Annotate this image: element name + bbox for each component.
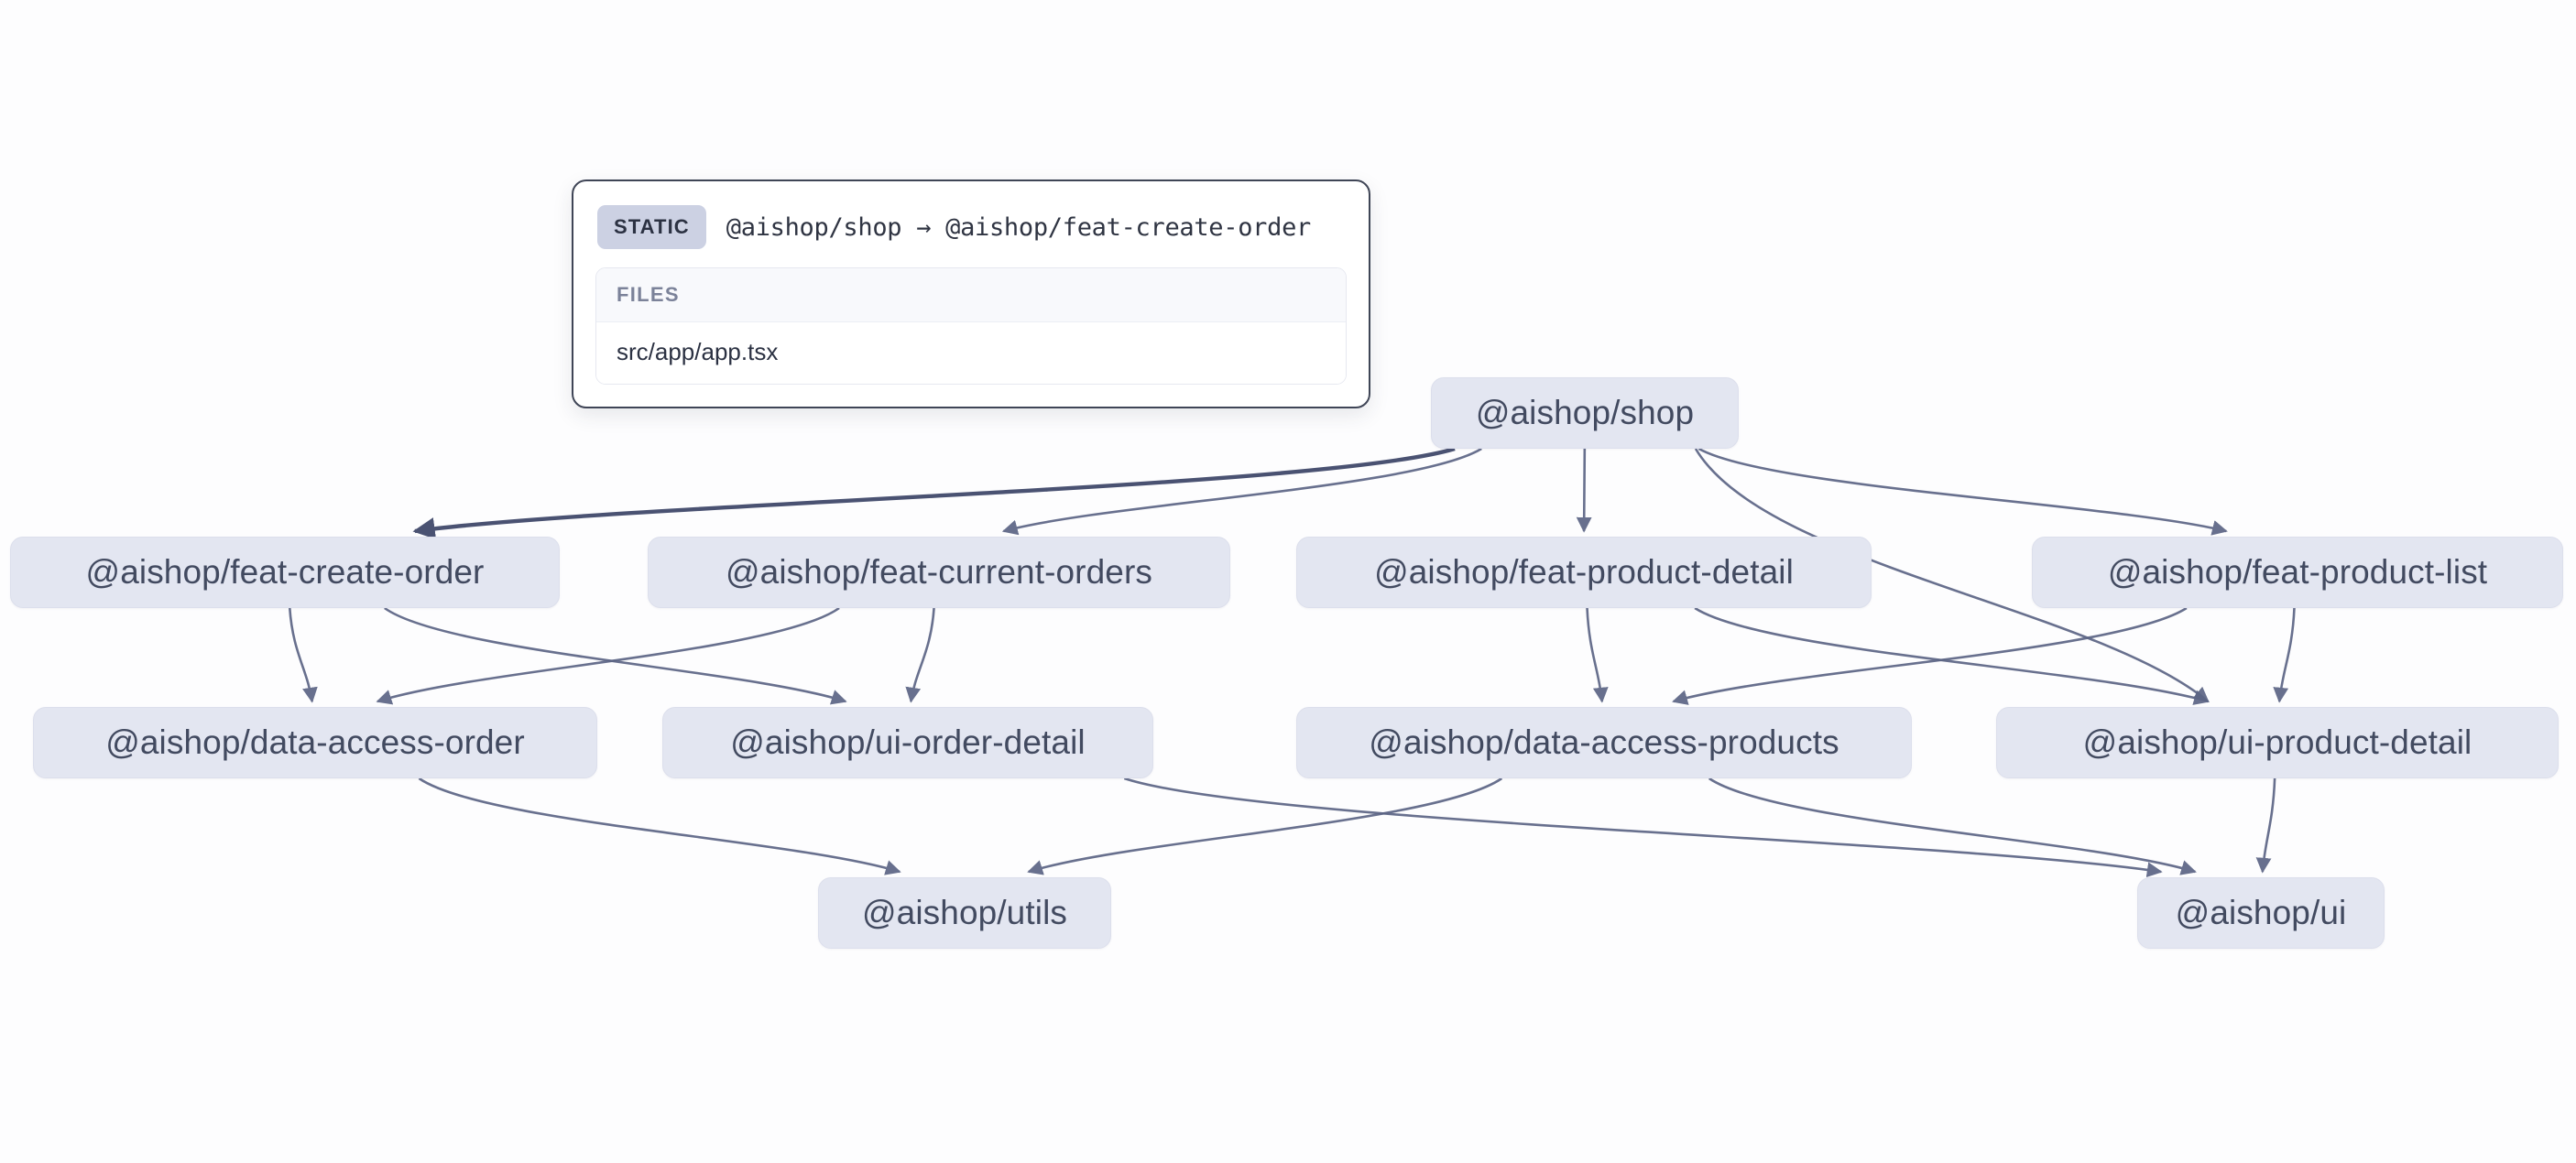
graph-node-data-access-order[interactable]: @aishop/data-access-order [33, 707, 597, 778]
files-header: FILES [596, 268, 1346, 322]
graph-edge-data-access-products-to-ui[interactable] [1708, 777, 2197, 875]
edge-detail-tooltip[interactable]: STATIC @aishop/shop → @aishop/feat-creat… [572, 179, 1370, 408]
graph-node-label: @aishop/ui [2175, 894, 2347, 931]
graph-node-label: @aishop/feat-current-orders [726, 553, 1152, 591]
graph-node-label: @aishop/utils [862, 894, 1067, 931]
graph-node-label: @aishop/data-access-products [1369, 723, 1839, 761]
graph-node-feat-create-order[interactable]: @aishop/feat-create-order [10, 537, 560, 608]
graph-node-label: @aishop/feat-product-detail [1374, 553, 1794, 591]
files-panel: FILES src/app/app.tsx [595, 267, 1347, 385]
graph-edge-feat-product-detail-to-data-access-products[interactable] [1586, 607, 1609, 703]
graph-node-feat-product-detail[interactable]: @aishop/feat-product-detail [1296, 537, 1872, 608]
graph-node-feat-product-list[interactable]: @aishop/feat-product-list [2032, 537, 2563, 608]
graph-node-label: @aishop/data-access-order [105, 723, 525, 761]
graph-node-ui-product-detail[interactable]: @aishop/ui-product-detail [1996, 707, 2559, 778]
graph-edge-shop-to-ui-product-detail[interactable] [1694, 448, 2210, 703]
graph-edge-feat-current-orders-to-ui-order-detail[interactable] [905, 607, 935, 703]
graph-node-feat-current-orders[interactable]: @aishop/feat-current-orders [648, 537, 1230, 608]
static-badge: STATIC [597, 205, 706, 249]
edge-title: @aishop/shop → @aishop/feat-create-order [726, 212, 1312, 242]
file-row[interactable]: src/app/app.tsx [596, 322, 1346, 384]
graph-edge-feat-product-list-to-data-access-products[interactable] [1672, 606, 2188, 705]
graph-node-label: @aishop/ui-product-detail [2082, 723, 2472, 761]
graph-edge-feat-current-orders-to-data-access-order[interactable] [376, 606, 840, 705]
graph-node-label: @aishop/ui-order-detail [730, 723, 1086, 761]
graph-node-ui[interactable]: @aishop/ui [2137, 877, 2385, 949]
graph-edge-feat-product-list-to-ui-product-detail[interactable] [2273, 607, 2296, 703]
graph-edge-shop-to-feat-product-list[interactable] [1697, 447, 2228, 536]
graph-node-ui-order-detail[interactable]: @aishop/ui-order-detail [662, 707, 1153, 778]
graph-node-label: @aishop/feat-product-list [2107, 553, 2488, 591]
graph-node-data-access-products[interactable]: @aishop/data-access-products [1296, 707, 1912, 778]
graph-edge-shop-to-feat-current-orders[interactable] [1001, 447, 1482, 536]
graph-edge-ui-order-detail-to-ui[interactable] [1123, 777, 2163, 878]
graph-edge-data-access-order-to-utils[interactable] [418, 777, 901, 875]
graph-node-utils[interactable]: @aishop/utils [818, 877, 1111, 949]
graph-edge-feat-create-order-to-ui-order-detail[interactable] [384, 606, 847, 705]
graph-edge-ui-product-detail-to-ui[interactable] [2255, 777, 2276, 874]
graph-edge-data-access-products-to-utils[interactable] [1027, 777, 1503, 875]
graph-edge-shop-to-feat-create-order[interactable] [412, 446, 1456, 540]
files-list: src/app/app.tsx [596, 322, 1346, 384]
graph-node-shop[interactable]: @aishop/shop [1431, 377, 1739, 449]
graph-edge-feat-product-detail-to-ui-product-detail[interactable] [1694, 606, 2210, 705]
graph-node-label: @aishop/feat-create-order [85, 553, 485, 591]
graph-node-label: @aishop/shop [1475, 394, 1695, 431]
graph-edge-feat-create-order-to-data-access-order[interactable] [288, 607, 318, 703]
graph-edge-shop-to-feat-product-detail[interactable] [1576, 448, 1592, 533]
tooltip-header: STATIC @aishop/shop → @aishop/feat-creat… [595, 201, 1347, 262]
